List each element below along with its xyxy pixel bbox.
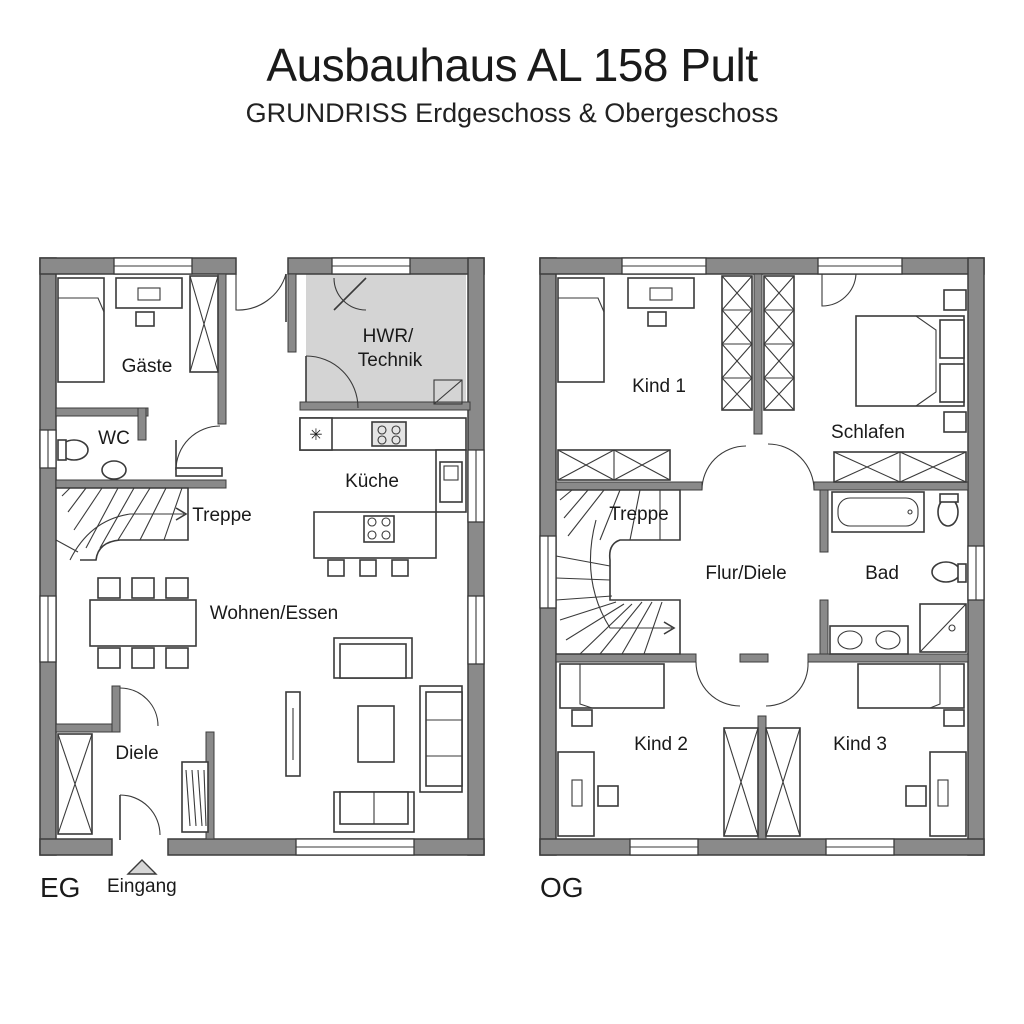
eg-room-kueche: Küche: [345, 471, 399, 492]
eg-sink: [439, 461, 463, 503]
eg-guest-bed: [57, 277, 105, 383]
eg-dining-table: [89, 577, 197, 669]
og-floor-label: OG: [540, 872, 584, 903]
eg-floor-label: EG: [40, 872, 81, 903]
eg-room-wohnen: Wohnen/Essen: [210, 603, 339, 624]
og-double-sink: [829, 625, 909, 655]
og-stairs: [555, 489, 681, 655]
og-floor-plan: [539, 257, 985, 856]
eg-guest-desk: [115, 277, 183, 309]
svg-text:✳: ✳: [309, 427, 322, 444]
og-room-kind1: Kind 1: [632, 376, 686, 397]
og-kind2-wardrobe: [723, 727, 759, 837]
eg-floor-plan: ✳: [39, 257, 485, 875]
og-room-treppe: Treppe: [609, 504, 669, 525]
og-schlafen-dresser: [833, 451, 967, 483]
og-room-kind2: Kind 2: [634, 734, 688, 755]
eg-hwr-area: [306, 274, 466, 410]
page-subtitle: GRUNDRISS Erdgeschoss & Obergeschoss: [245, 98, 779, 128]
page-title: Ausbauhaus AL 158 Pult: [266, 39, 758, 91]
entrance-arrow-icon: [126, 859, 158, 875]
og-kind3-wardrobe: [765, 727, 801, 837]
eg-room-diele: Diele: [115, 743, 158, 764]
eg-room-hwr: HWR/: [363, 326, 414, 347]
og-room-schlafen: Schlafen: [831, 422, 905, 443]
og-toilet-2: [931, 561, 961, 583]
eg-cooktop: [371, 421, 407, 447]
og-room-flur: Flur/Diele: [705, 563, 786, 584]
eg-room-technik: Technik: [358, 350, 423, 371]
og-kind1-shelf: [557, 449, 671, 481]
eg-wc-sink: [101, 460, 127, 480]
og-room-bad: Bad: [865, 563, 899, 584]
eg-room-wc: WC: [98, 428, 130, 449]
eg-stairs: [55, 487, 189, 561]
eg-room-gaeste: Gäste: [122, 356, 173, 377]
eg-kitchen: ✳: [299, 379, 467, 577]
eg-living-furniture: [285, 637, 463, 833]
entrance-label: Eingang: [107, 876, 177, 897]
og-kind1-wardrobe: [721, 275, 753, 411]
eg-room-treppe: Treppe: [192, 505, 252, 526]
og-room-kind3: Kind 3: [833, 734, 887, 755]
og-schlafen-wardrobe: [763, 275, 795, 411]
